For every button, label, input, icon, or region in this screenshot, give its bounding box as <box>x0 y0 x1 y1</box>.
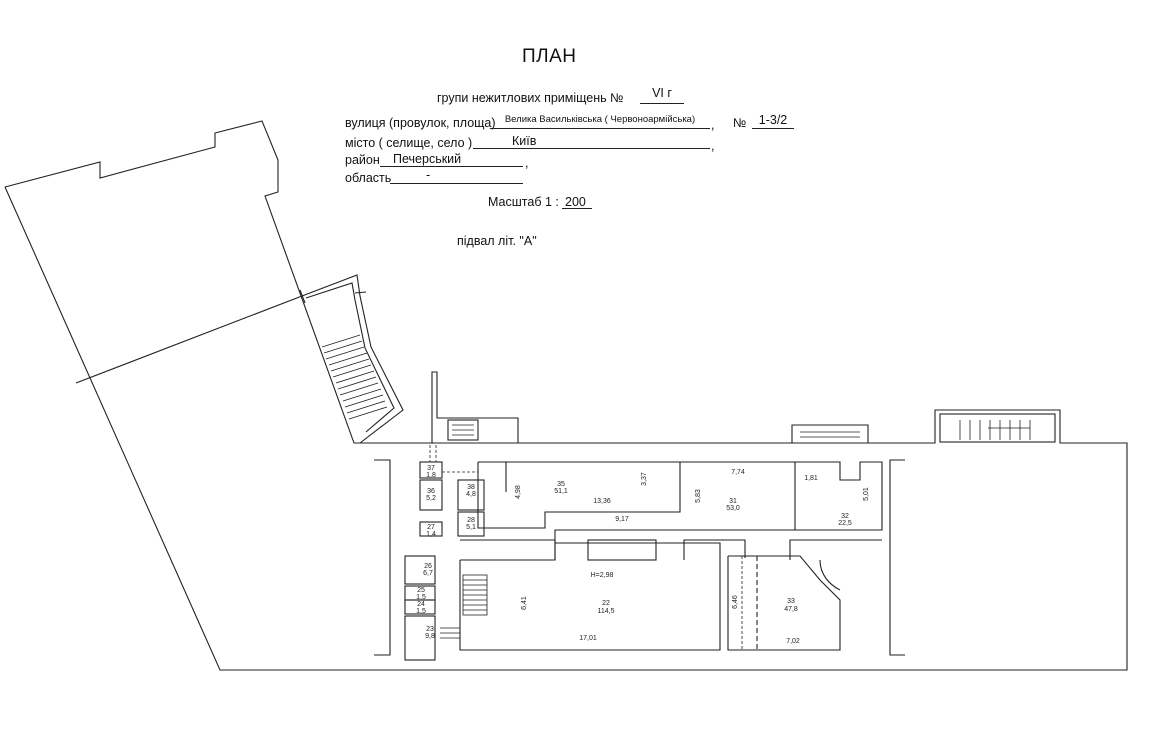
room-no-36: 36 <box>427 488 435 495</box>
street-value: Велика Васильківська ( Червоноармійська) <box>504 114 696 125</box>
dim-label: 13,36 <box>593 498 611 505</box>
room-area-35: 51,1 <box>554 488 568 495</box>
entrance-stair-3 <box>939 413 1056 443</box>
inner-stair <box>462 574 488 616</box>
internal-wall-left <box>75 295 303 384</box>
dim-label: 6,46 <box>732 595 739 609</box>
room-24 <box>404 599 436 615</box>
building-outline-left <box>4 120 360 444</box>
room-38 <box>457 479 485 511</box>
room-35 <box>477 461 681 529</box>
room-no-32: 32 <box>841 513 849 520</box>
group-underline <box>640 103 684 104</box>
district-value: Печерський <box>393 152 462 166</box>
room-27 <box>419 521 443 537</box>
room-no-22: 22 <box>602 600 610 607</box>
room-area-28: 5,1 <box>466 524 476 531</box>
street-underline <box>490 128 710 129</box>
room-area-33: 47,8 <box>784 606 798 613</box>
room-area-32: 22,5 <box>838 520 852 527</box>
dim-label: 7,74 <box>731 469 745 476</box>
city-value: Київ <box>512 134 537 148</box>
dim-label: 9,17 <box>615 516 629 523</box>
region-underline <box>390 183 523 184</box>
room-area-26: 6,7 <box>423 570 433 577</box>
room-26 <box>404 555 436 585</box>
room-no-27: 27 <box>427 524 435 531</box>
city-comma: , <box>711 139 715 153</box>
room-area-22: 114,5 <box>598 608 615 615</box>
plan-title: ПЛАН <box>522 46 577 67</box>
region-value: - <box>426 168 431 182</box>
room-37 <box>419 461 443 479</box>
level-label: підвал літ. "А" <box>457 234 537 248</box>
room-area-37: 1,8 <box>426 472 436 479</box>
dim-label: 7,02 <box>786 638 800 645</box>
room-no-26: 26 <box>424 563 432 570</box>
region-label: область <box>345 171 392 185</box>
district-comma: , <box>525 156 529 170</box>
room-no-24: 24 <box>417 601 425 608</box>
room-22 <box>459 542 721 651</box>
street-label: вулиця (провулок, площа) <box>345 116 496 130</box>
dim-label: 4,98 <box>515 485 522 499</box>
house-number: 1-3/2 <box>758 113 788 127</box>
district-underline <box>380 166 523 167</box>
city-underline <box>473 148 710 149</box>
room-no-25: 25 <box>417 587 425 594</box>
room-32 <box>795 461 883 531</box>
dim-label: 6,41 <box>521 596 528 610</box>
scale-value: 200 <box>565 195 586 209</box>
room-no-37: 37 <box>427 465 435 472</box>
room-area-24: 1,5 <box>416 608 426 615</box>
entrance-stair-2 <box>791 424 869 443</box>
room-area-23: 9,8 <box>425 633 435 640</box>
room-no-23: 23 <box>426 626 434 633</box>
room-no-38: 38 <box>467 484 475 491</box>
dimension-labels: 4,98 13,36 3,37 9,17 7,74 5,83 1,81 5,01… <box>515 469 870 645</box>
room-no-31: 31 <box>729 498 737 505</box>
dim-label: H=2,98 <box>591 572 614 579</box>
group-label: групи нежитлових приміщень № <box>437 91 624 105</box>
room-area-31: 53,0 <box>726 505 740 512</box>
room-area-25: 1,5 <box>416 594 426 601</box>
room-33 <box>727 555 841 651</box>
dim-label: 5,01 <box>863 487 870 501</box>
room-no-33: 33 <box>787 598 795 605</box>
dim-label: 5,83 <box>695 489 702 503</box>
group-number: VI г <box>652 86 672 100</box>
street-comma: , <box>711 118 715 132</box>
dim-label: 1,81 <box>804 475 818 482</box>
entrance-stair-1 <box>431 371 519 443</box>
house-underline <box>752 128 794 129</box>
city-label: місто ( селище, село ) <box>345 136 473 150</box>
building-outline-rear <box>360 409 1128 671</box>
room-28 <box>457 511 485 537</box>
room-no-35: 35 <box>557 481 565 488</box>
room-31 <box>554 461 796 544</box>
scale-label: Масштаб 1 : <box>488 195 559 209</box>
number-sign: № <box>733 116 747 130</box>
room-36 <box>419 479 443 511</box>
district-label: район <box>345 153 380 167</box>
stair-block <box>301 274 404 444</box>
dim-label: 3,37 <box>641 472 648 486</box>
stair-steps-left <box>321 334 388 420</box>
room-area-27: 1,4 <box>426 531 436 538</box>
room-no-28: 28 <box>467 517 475 524</box>
scale-underline <box>562 208 592 209</box>
room-area-36: 5,2 <box>426 495 436 502</box>
dim-label: 17,01 <box>579 635 597 642</box>
room-area-38: 4,8 <box>466 491 476 498</box>
building-outline-left-lower <box>4 186 360 671</box>
room-23 <box>404 615 436 661</box>
